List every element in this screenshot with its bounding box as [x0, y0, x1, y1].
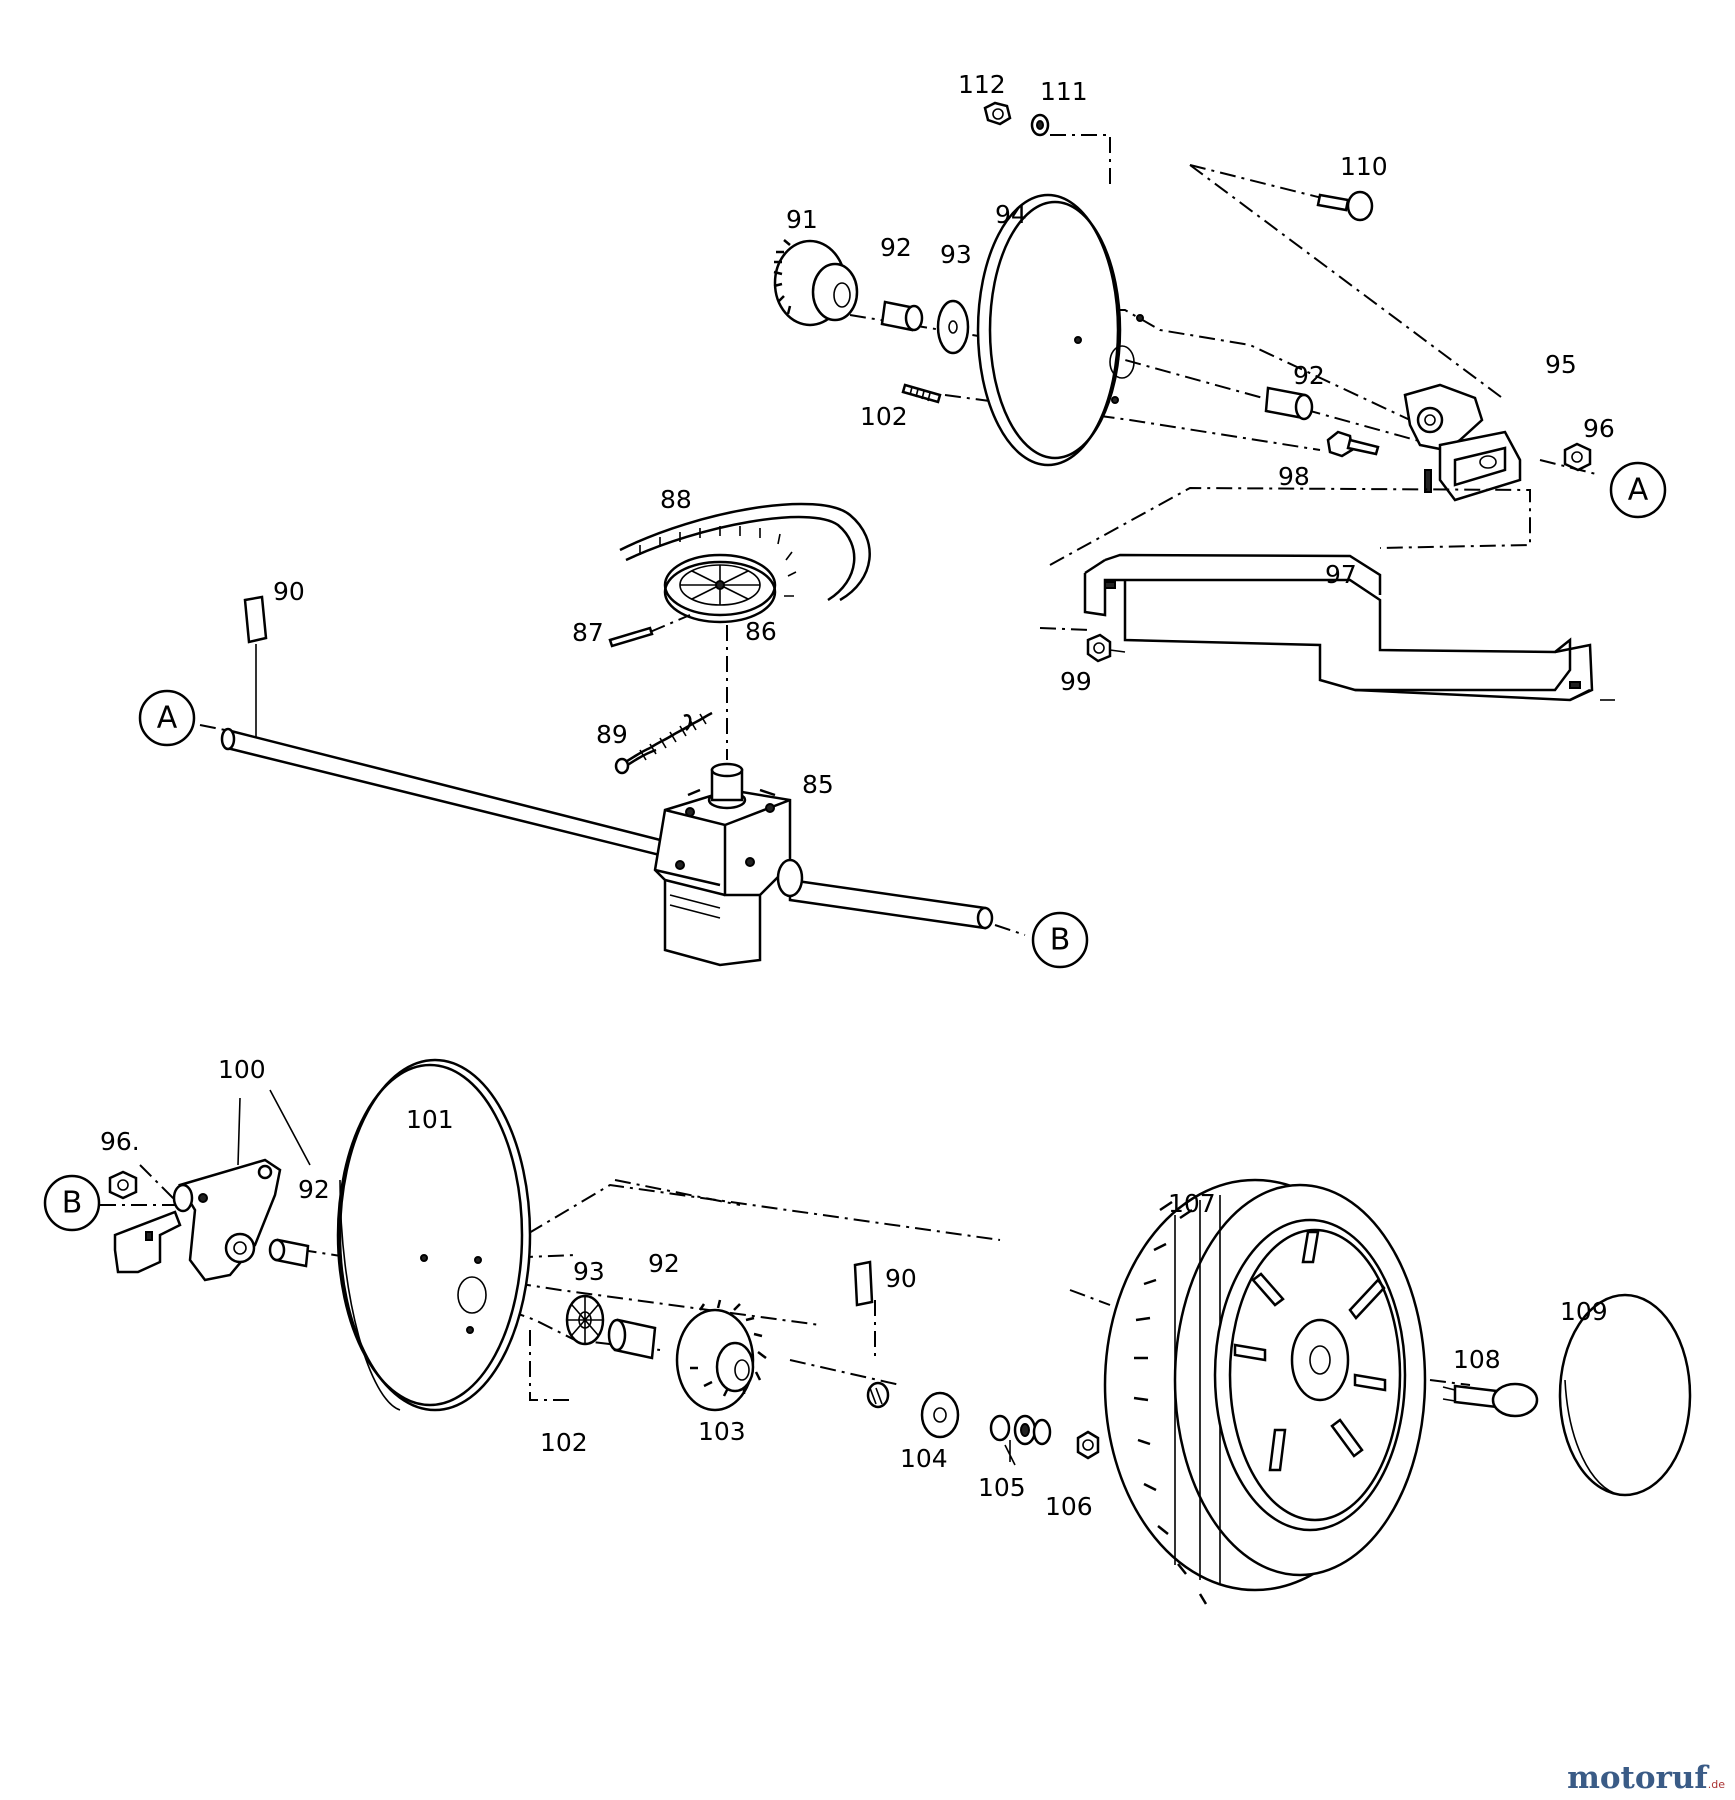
watermark-text: motoruf [1567, 1760, 1708, 1796]
label-94: 94 [995, 200, 1027, 229]
pulley-101 [336, 1058, 532, 1412]
svg-text:A: A [157, 701, 178, 736]
washer-93-bottom [565, 1294, 605, 1346]
nut-112 [983, 101, 1012, 126]
callout-a-right: A [1609, 461, 1667, 519]
label-103: 103 [698, 1417, 746, 1446]
label-96a: 96 [1583, 414, 1615, 443]
label-85: 85 [802, 770, 834, 799]
callout-a-left: A [138, 689, 196, 747]
washer-111 [1030, 113, 1050, 137]
washer-104 [920, 1391, 960, 1439]
bolt-98 [1326, 430, 1380, 458]
label-90b: 90 [885, 1264, 917, 1293]
bar-97 [1049, 486, 1615, 702]
label-99: 99 [1060, 667, 1092, 696]
callout-b-bottom: B [43, 1174, 101, 1232]
bolt-108 [1442, 1382, 1539, 1418]
belt-88 [619, 502, 871, 602]
label-95: 95 [1545, 350, 1577, 379]
spacer-92-right [1264, 386, 1314, 421]
gear-103 [675, 1299, 767, 1412]
label-87: 87 [572, 618, 604, 647]
label-93a: 93 [940, 240, 972, 269]
label-92a: 92 [880, 233, 912, 262]
axle [199, 724, 1026, 936]
label-112: 112 [958, 70, 1006, 99]
screw-110 [1316, 190, 1374, 222]
label-86: 86 [745, 617, 777, 646]
label-89: 89 [596, 720, 628, 749]
label-98: 98 [1278, 462, 1310, 491]
svg-text:B: B [1050, 923, 1071, 958]
pin-87 [608, 614, 691, 648]
label-91: 91 [786, 205, 818, 234]
key-90-top [243, 595, 268, 738]
label-110: 110 [1340, 152, 1388, 181]
nut-96-top [1563, 442, 1592, 472]
svg-text:A: A [1628, 473, 1649, 508]
screw-102-top [901, 383, 942, 404]
label-102b: 102 [540, 1428, 588, 1457]
wheel-107 [1103, 1178, 1427, 1605]
label-107: 107 [1168, 1189, 1216, 1218]
washers-105 [989, 1414, 1052, 1446]
label-108: 108 [1453, 1345, 1501, 1374]
label-93b: 93 [573, 1257, 605, 1286]
label-104: 104 [900, 1444, 948, 1473]
label-90a: 90 [273, 577, 305, 606]
shaft-end [866, 1381, 890, 1409]
label-101: 101 [406, 1105, 454, 1134]
callout-b-middle: B [1031, 911, 1089, 969]
label-96b: 96. [100, 1127, 140, 1156]
bracket-100 [113, 1158, 282, 1282]
label-92d: 92 [648, 1249, 680, 1278]
pulley-94 [976, 193, 1144, 467]
watermark-logo: motoruf.de [1567, 1760, 1725, 1796]
bracket-95 [1403, 383, 1522, 502]
label-92c: 92 [298, 1175, 330, 1204]
pulley-86 [663, 553, 777, 624]
nut-99 [1039, 627, 1126, 663]
label-109: 109 [1560, 1297, 1608, 1326]
label-106: 106 [1045, 1492, 1093, 1521]
key-90-bottom [853, 1260, 874, 1307]
spacer-92-bottom-left [268, 1238, 310, 1268]
lower-drive-assembly [100, 1058, 1692, 1605]
washer-93-top [936, 299, 970, 355]
spacer-92-bottom [607, 1318, 657, 1360]
nut-106 [1076, 1430, 1100, 1460]
label-88: 88 [660, 485, 692, 514]
watermark-suffix: .de [1707, 1778, 1725, 1791]
nut-96-bottom [108, 1170, 138, 1200]
spring-89 [614, 711, 713, 775]
upper-drive-assembly [773, 101, 1615, 702]
label-111: 111 [1040, 77, 1088, 106]
label-92b: 92 [1293, 361, 1325, 390]
label-102a: 102 [860, 402, 908, 431]
part-number-labels: 112 111 110 91 92 93 94 102 92 95 96 98 … [100, 70, 1615, 1521]
label-97: 97 [1325, 560, 1357, 589]
svg-text:B: B [62, 1186, 83, 1221]
gearbox-85 [653, 762, 804, 967]
cap-109 [1558, 1293, 1692, 1497]
gear-91 [773, 239, 859, 327]
spacer-92-top [880, 300, 924, 332]
axle-gearbox-assembly [199, 502, 1026, 967]
label-105: 105 [978, 1473, 1026, 1502]
label-100: 100 [218, 1055, 266, 1084]
